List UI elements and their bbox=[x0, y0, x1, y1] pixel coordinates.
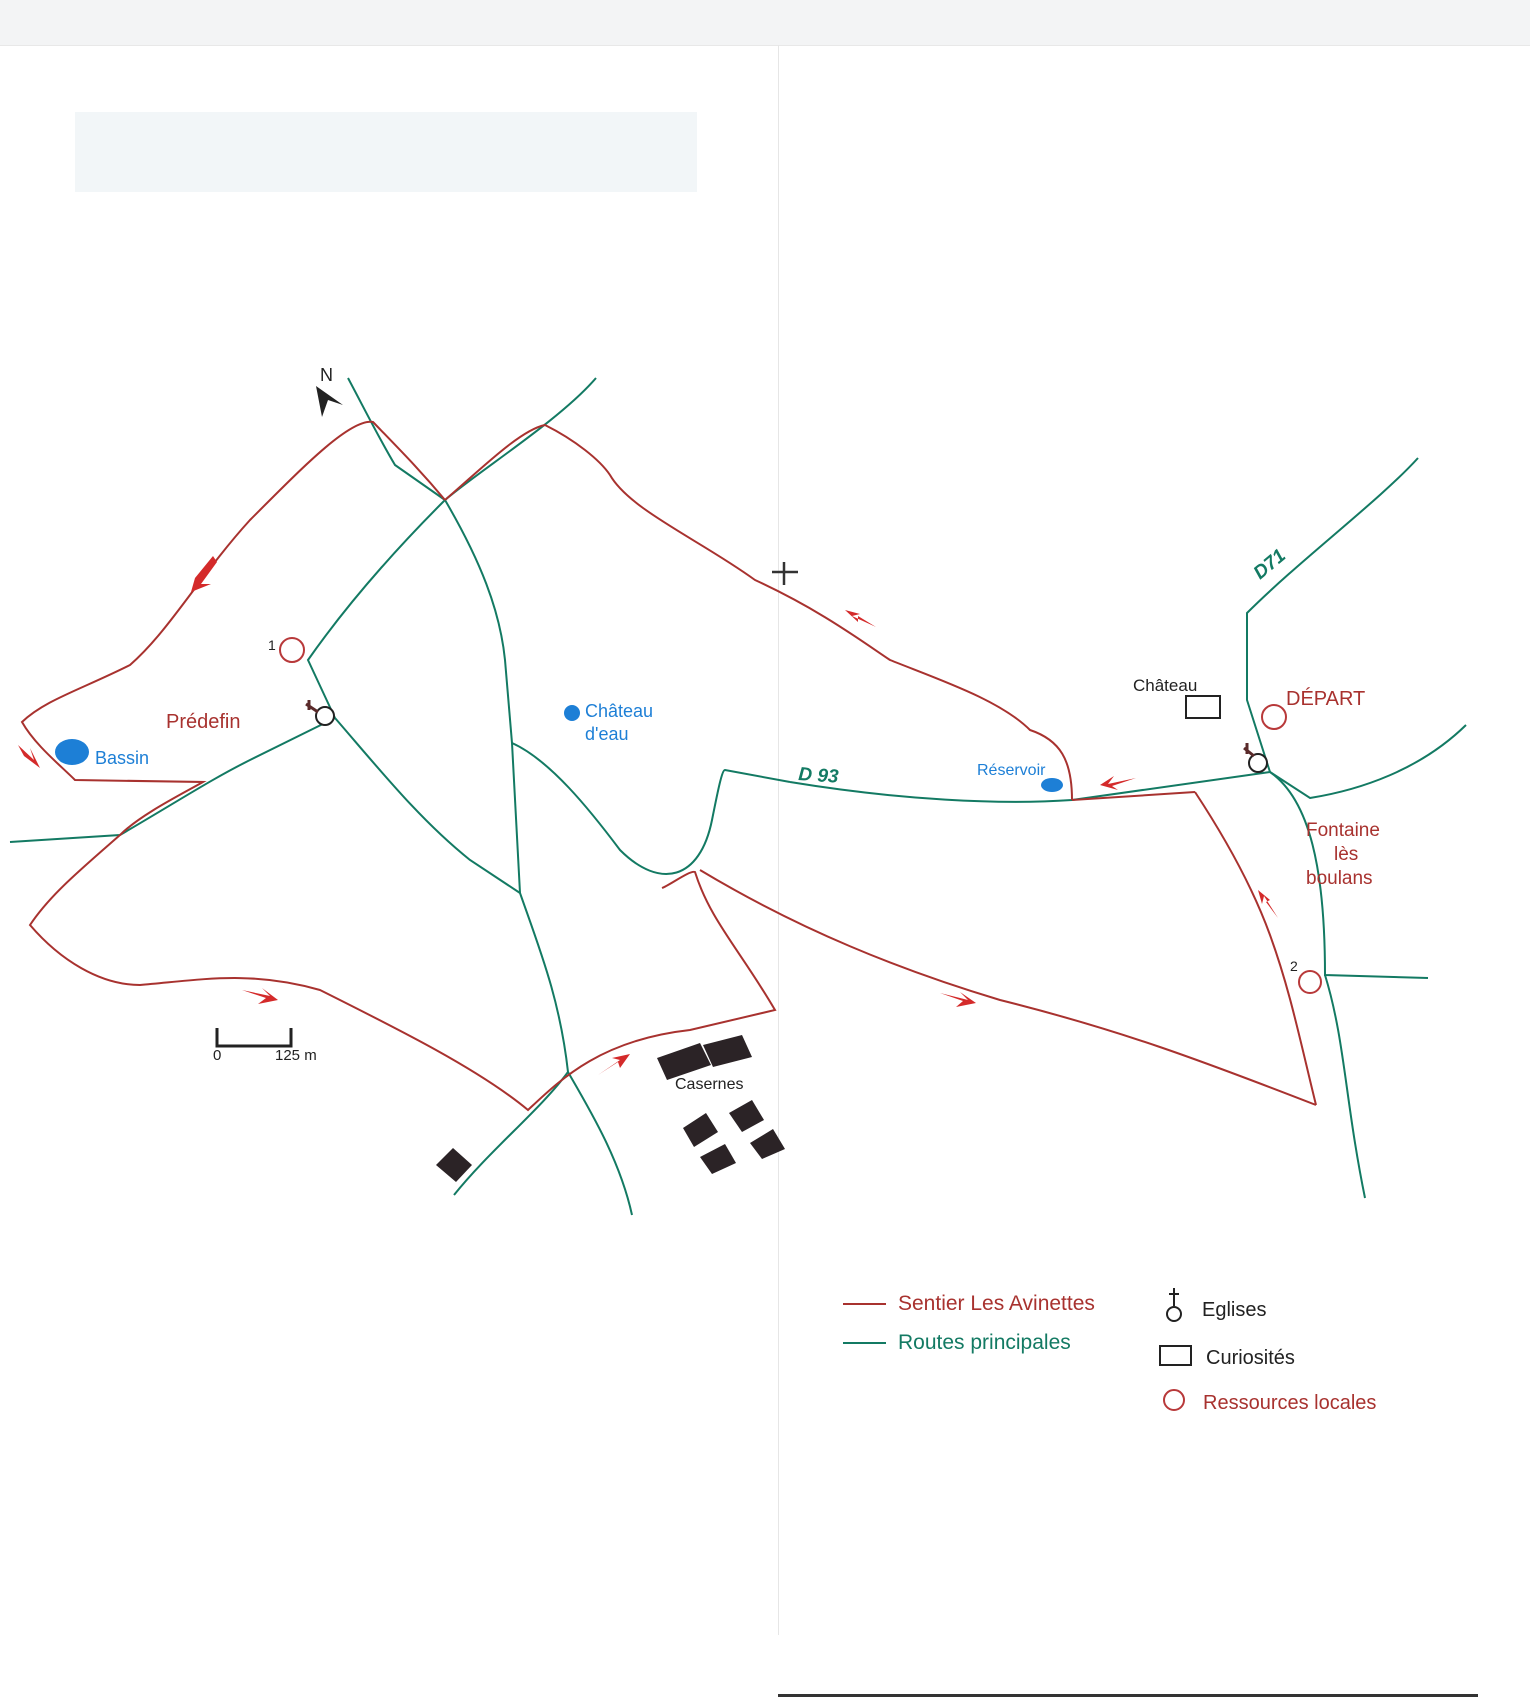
trail-d93-segment bbox=[1071, 791, 1196, 801]
scale-zero: 0 bbox=[213, 1047, 221, 1064]
building-2 bbox=[703, 1035, 752, 1067]
resource-depart-icon bbox=[1261, 704, 1287, 730]
marker-1-label: 1 bbox=[268, 637, 276, 653]
resource-marker-1-icon bbox=[279, 637, 305, 663]
building-4 bbox=[729, 1100, 764, 1132]
chateau-deau-label-line1: Château bbox=[585, 701, 653, 721]
arrow-south-east bbox=[940, 992, 976, 1007]
north-label: N bbox=[320, 365, 333, 385]
chateau-label: Château bbox=[1133, 676, 1197, 695]
fontaine-label-line2: lès bbox=[1334, 844, 1358, 865]
legend-curiosity-icon bbox=[1159, 1345, 1192, 1366]
road-to-chateau-deau bbox=[511, 742, 791, 875]
scale-bar: 0 125 m bbox=[213, 1028, 317, 1064]
building-3 bbox=[683, 1113, 718, 1147]
chateau-deau-label-line2: d'eau bbox=[585, 724, 628, 744]
marker-2-label: 2 bbox=[1290, 958, 1298, 974]
road-d71-north bbox=[1246, 457, 1419, 773]
road-west-diagonal bbox=[306, 499, 446, 719]
building-1 bbox=[657, 1043, 711, 1080]
trail-north-east bbox=[444, 423, 1073, 801]
main-roads bbox=[9, 377, 1467, 1216]
predefin-label: Prédefin bbox=[166, 711, 241, 733]
scale-distance: 125 m bbox=[275, 1047, 317, 1064]
legend-roads: Routes principales bbox=[898, 1331, 1071, 1354]
building-6 bbox=[750, 1129, 785, 1159]
legend-trail: Sentier Les Avinettes bbox=[898, 1292, 1095, 1315]
page-bottom-rule bbox=[778, 1694, 1478, 1697]
road-predefin-west bbox=[9, 717, 336, 843]
road-south-east bbox=[1324, 974, 1366, 1199]
road-east-branch bbox=[1269, 724, 1467, 800]
bassin-pond-icon bbox=[55, 739, 89, 765]
arrow-casernes bbox=[598, 1054, 630, 1075]
chateau-curiosity-icon bbox=[1185, 695, 1221, 719]
road-center-north bbox=[444, 499, 521, 894]
page-fold bbox=[778, 45, 779, 1635]
depart-label: DÉPART bbox=[1286, 687, 1365, 710]
trail-south-east bbox=[699, 869, 1317, 1106]
arrow-near-cross bbox=[845, 610, 876, 627]
map-legend: Sentier Les Avinettes Routes principales… bbox=[843, 1288, 1376, 1414]
fontaine-label-line3: boulans bbox=[1306, 868, 1373, 889]
bassin-label: Bassin bbox=[95, 748, 149, 768]
reservoir-label: Réservoir bbox=[977, 762, 1046, 779]
church-predefin-icon bbox=[305, 700, 335, 726]
road-d93 bbox=[789, 771, 1271, 803]
cross-icon bbox=[772, 562, 798, 585]
faded-title-banner bbox=[75, 112, 697, 192]
chateau-deau-icon bbox=[564, 705, 580, 721]
fontaine-label-line1: Fontaine bbox=[1306, 820, 1380, 841]
legend-resource-icon bbox=[1163, 1389, 1185, 1411]
reservoir-icon bbox=[1041, 778, 1063, 792]
casernes-label: Casernes bbox=[675, 1076, 743, 1093]
road-center-south bbox=[519, 892, 633, 1216]
legend-resources: Ressources locales bbox=[1203, 1392, 1376, 1414]
legend-churches: Eglises bbox=[1202, 1299, 1266, 1321]
page-top-band bbox=[0, 0, 1530, 46]
north-arrow-icon bbox=[316, 386, 343, 417]
road-north-ne bbox=[444, 377, 597, 501]
resource-marker-2-icon bbox=[1298, 970, 1322, 994]
arrow-south-west bbox=[242, 988, 278, 1004]
road-sw-diagonal bbox=[334, 717, 521, 894]
trail-loop-north bbox=[20, 420, 777, 1112]
road-casernes-sw bbox=[453, 1071, 569, 1196]
road-d93-label: D 93 bbox=[798, 764, 840, 788]
legend-curiosities: Curiosités bbox=[1206, 1347, 1295, 1369]
trail-direction-arrows bbox=[18, 556, 1278, 1075]
casernes-buildings bbox=[436, 1035, 785, 1182]
north-arrow: N bbox=[316, 365, 343, 417]
trail-fontaine-loop bbox=[1194, 791, 1317, 1106]
legend-church-icon bbox=[1166, 1288, 1182, 1322]
road-fontaine-south bbox=[1269, 771, 1429, 979]
arrow-bassin bbox=[18, 745, 40, 768]
trail-sentier-les-avinettes bbox=[20, 420, 1317, 1112]
church-fontaine-icon bbox=[1243, 743, 1268, 773]
road-north-nw bbox=[347, 377, 446, 501]
arrow-northwest bbox=[191, 556, 217, 592]
arrow-fontaine bbox=[1258, 890, 1278, 918]
building-7 bbox=[436, 1148, 472, 1182]
building-5 bbox=[700, 1144, 736, 1174]
arrow-d93 bbox=[1100, 776, 1136, 790]
